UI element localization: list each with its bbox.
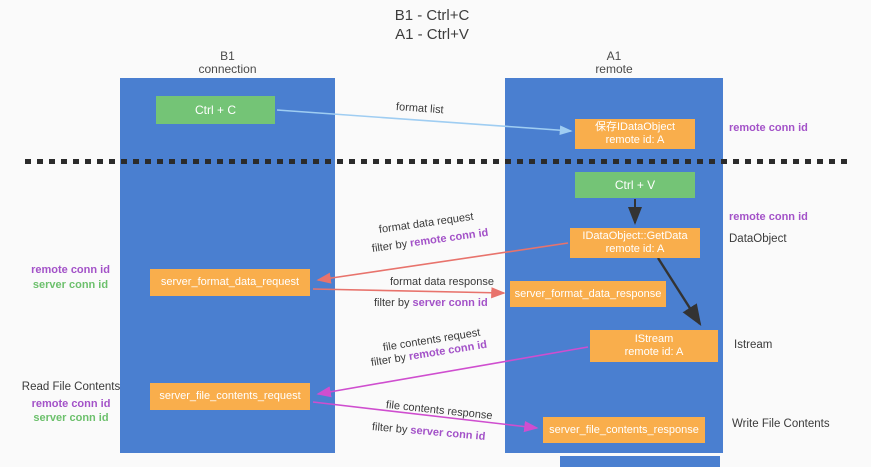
server-file-contents-request-label: server_file_contents_request: [159, 390, 301, 402]
label-filter-by-server-2: filter by server conn id: [371, 421, 485, 443]
ctrl-c-box: Ctrl + C: [156, 96, 275, 124]
column-b1-name: B1: [220, 49, 235, 63]
left-server-conn-id: server conn id: [32, 279, 109, 291]
istream-line2: remote id: A: [624, 346, 684, 358]
filter-by-text: filter by: [371, 421, 411, 437]
lifeline-bottom-stub: [560, 456, 720, 467]
ctrl-v-box: Ctrl + V: [575, 172, 695, 198]
server-format-data-response-label: server_format_data_response: [514, 287, 662, 300]
remote-conn-id-text: remote conn id: [409, 226, 490, 250]
column-b1-subtitle: connection: [198, 62, 257, 76]
format-data-response-arrow: [312, 287, 506, 299]
column-a1-subtitle: remote: [595, 62, 633, 76]
idataobject-getdata-box: IDataObject::GetData remote id: A: [570, 228, 700, 258]
title-line-2: A1 - Ctrl+V: [395, 26, 469, 43]
dataobject-label: DataObject: [729, 233, 787, 245]
ctrl-c-label: Ctrl + C: [194, 102, 236, 117]
left-legend-read-file: Read File Contents remote conn id server…: [16, 380, 126, 425]
server-format-data-request-box: server_format_data_request: [150, 269, 310, 296]
server-file-contents-request-box: server_file_contents_request: [150, 383, 310, 410]
filter-by-text: filter by: [370, 351, 410, 369]
label-filter-by-server-1: filter by server conn id: [374, 297, 488, 309]
saved-dataobject-line1: 保存IDataObject: [594, 121, 676, 133]
server-conn-id-text: server conn id: [409, 424, 486, 443]
istream-line1: IStream: [634, 333, 674, 345]
left-legend-conn-ids: remote conn id server conn id: [18, 263, 123, 293]
diagram-title: B1 - Ctrl+C A1 - Ctrl+V: [347, 6, 517, 44]
write-file-contents-label: Write File Contents: [732, 418, 830, 430]
left-server-conn-id-2: server conn id: [33, 412, 109, 424]
filter-by-text: filter by: [374, 297, 413, 309]
saved-dataobject-box: 保存IDataObject remote id: A: [575, 119, 695, 149]
label-format-data-response: format data response: [390, 276, 494, 288]
dashed-divider-line: [25, 159, 847, 164]
server-file-contents-response-box: server_file_contents_response: [543, 417, 705, 443]
column-header-b1: B1 connection: [120, 50, 335, 76]
left-remote-conn-id: remote conn id: [31, 264, 110, 276]
right-remote-conn-id-2: remote conn id: [729, 211, 808, 223]
column-a1-name: A1: [606, 49, 622, 63]
server-conn-id-text: server conn id: [412, 297, 488, 309]
server-format-data-request-label: server_format_data_request: [160, 276, 300, 288]
ctrl-v-label: Ctrl + V: [614, 177, 656, 192]
server-file-contents-response-label: server_file_contents_response: [549, 423, 699, 436]
getdata-line1: IDataObject::GetData: [582, 230, 688, 242]
saved-dataobject-line2: remote id: A: [605, 134, 665, 146]
right-remote-conn-id-1: remote conn id: [729, 122, 808, 134]
label-file-contents-response: file contents response: [385, 399, 494, 423]
column-header-a1: A1 remote: [505, 50, 723, 76]
filter-by-text: filter by: [371, 237, 411, 255]
getdata-line2: remote id: A: [605, 243, 665, 255]
label-format-list: format list: [395, 101, 444, 117]
read-file-contents-label: Read File Contents: [21, 381, 121, 393]
title-line-1: B1 - Ctrl+C: [394, 7, 470, 24]
istream-box: IStream remote id: A: [590, 330, 718, 362]
istream-side-label: Istream: [734, 339, 773, 351]
server-format-data-response-box: server_format_data_response: [510, 281, 666, 307]
left-remote-conn-id-2: remote conn id: [31, 398, 111, 410]
